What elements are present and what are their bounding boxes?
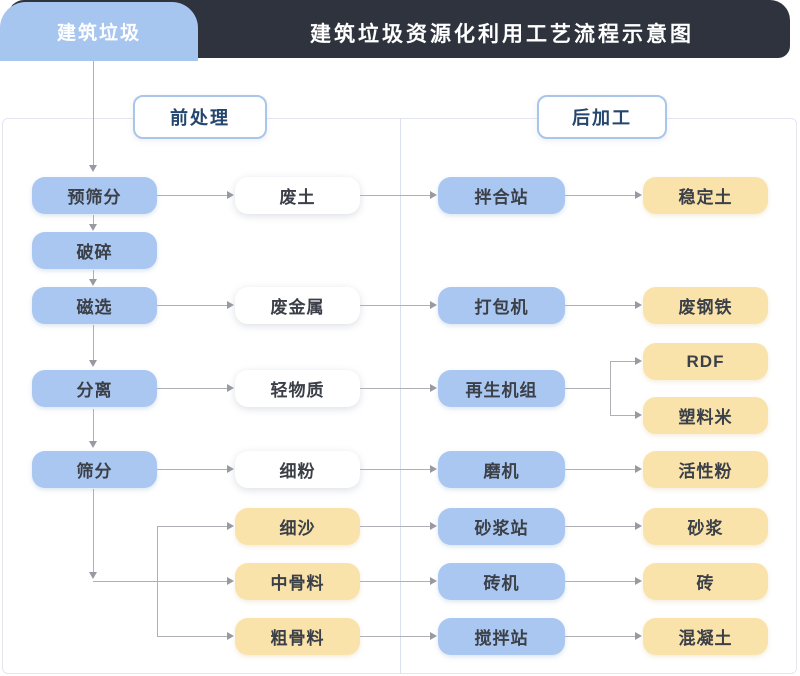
arrow-line xyxy=(565,636,635,637)
node-rdf: RDF xyxy=(643,343,768,380)
arrow-head-icon xyxy=(430,301,437,309)
node-stabilized-soil: 稳定土 xyxy=(643,177,768,214)
arrow-line xyxy=(360,526,430,527)
arrow-line xyxy=(157,305,227,306)
arrow-head-icon xyxy=(89,224,97,231)
node-light-material: 轻物质 xyxy=(235,370,360,407)
arrow-line xyxy=(360,388,430,389)
arrow-head-icon xyxy=(89,279,97,286)
arrow-line xyxy=(360,469,430,470)
node-mortar-plant: 砂浆站 xyxy=(438,508,565,545)
arrow-line xyxy=(157,469,227,470)
node-separate: 分离 xyxy=(32,370,157,407)
arrow-line xyxy=(565,469,635,470)
arrow-head-icon xyxy=(227,577,234,585)
node-waste-metal: 废金属 xyxy=(235,287,360,324)
arrow-head-icon xyxy=(227,465,234,473)
arrow-head-icon xyxy=(430,632,437,640)
node-screen: 筛分 xyxy=(32,451,157,488)
arrow-head-icon xyxy=(635,577,642,585)
node-stir-plant: 搅拌站 xyxy=(438,618,565,655)
arrow-head-icon xyxy=(430,522,437,530)
arrow-head-icon xyxy=(227,632,234,640)
node-crush: 破碎 xyxy=(32,232,157,269)
arrow-line xyxy=(360,581,430,582)
arrow-head-icon xyxy=(89,441,97,448)
arrow-head-icon xyxy=(635,411,642,419)
node-mortar: 砂浆 xyxy=(643,508,768,545)
arrow-line xyxy=(565,526,635,527)
arrow-head-icon xyxy=(430,577,437,585)
arrow-line xyxy=(93,325,94,360)
arrow-line xyxy=(157,526,158,637)
node-fine-sand: 细沙 xyxy=(235,508,360,545)
source-tab-construction-waste: 建筑垃圾 xyxy=(0,2,198,61)
node-waste-soil: 废土 xyxy=(235,177,360,214)
arrow-line xyxy=(93,409,94,441)
node-active-powder: 活性粉 xyxy=(643,451,768,488)
arrow-line xyxy=(93,270,94,279)
section-pre-processing: 前处理 xyxy=(133,95,267,139)
arrow-head-icon xyxy=(635,465,642,473)
arrow-line xyxy=(360,195,430,196)
arrow-line xyxy=(93,61,94,165)
node-brick-machine: 砖机 xyxy=(438,563,565,600)
arrow-line xyxy=(93,581,227,582)
arrow-line xyxy=(157,526,227,527)
node-coarse-aggregate: 粗骨料 xyxy=(235,618,360,655)
node-fine-powder: 细粉 xyxy=(235,451,360,488)
node-regen-unit: 再生机组 xyxy=(438,370,565,407)
arrow-line xyxy=(157,388,227,389)
arrow-line xyxy=(610,415,635,416)
node-mixing-plant: 拌合站 xyxy=(438,177,565,214)
arrow-head-icon xyxy=(430,465,437,473)
arrow-head-icon xyxy=(635,191,642,199)
node-magnetic: 磁选 xyxy=(32,287,157,324)
arrow-line xyxy=(93,215,94,224)
arrow-head-icon xyxy=(89,360,97,367)
arrow-head-icon xyxy=(227,522,234,530)
page-title: 建筑垃圾资源化利用工艺流程示意图 xyxy=(310,23,694,46)
arrow-line xyxy=(610,361,635,362)
content-frame xyxy=(2,118,797,674)
arrow-line xyxy=(360,636,430,637)
arrow-line xyxy=(565,195,635,196)
arrow-line xyxy=(93,489,94,572)
arrow-line xyxy=(565,581,635,582)
node-pre-screen: 预筛分 xyxy=(32,177,157,214)
arrow-head-icon xyxy=(227,191,234,199)
node-plastic-pellets: 塑料米 xyxy=(643,397,768,434)
arrow-line xyxy=(565,388,611,389)
column-divider xyxy=(400,118,401,674)
section-post-processing: 后加工 xyxy=(537,95,667,139)
arrow-head-icon xyxy=(89,165,97,172)
arrow-line xyxy=(565,305,635,306)
arrow-head-icon xyxy=(89,572,97,579)
arrow-head-icon xyxy=(430,384,437,392)
arrow-head-icon xyxy=(635,632,642,640)
node-mill: 磨机 xyxy=(438,451,565,488)
arrow-head-icon xyxy=(227,384,234,392)
arrow-line xyxy=(157,195,227,196)
node-concrete: 混凝土 xyxy=(643,618,768,655)
arrow-line xyxy=(157,636,227,637)
node-baler: 打包机 xyxy=(438,287,565,324)
arrow-head-icon xyxy=(635,301,642,309)
node-medium-aggregate: 中骨料 xyxy=(235,563,360,600)
arrow-line xyxy=(360,305,430,306)
node-waste-steel: 废钢铁 xyxy=(643,287,768,324)
arrow-head-icon xyxy=(635,522,642,530)
arrow-head-icon xyxy=(430,191,437,199)
arrow-head-icon xyxy=(635,357,642,365)
node-brick: 砖 xyxy=(643,563,768,600)
arrow-head-icon xyxy=(227,301,234,309)
